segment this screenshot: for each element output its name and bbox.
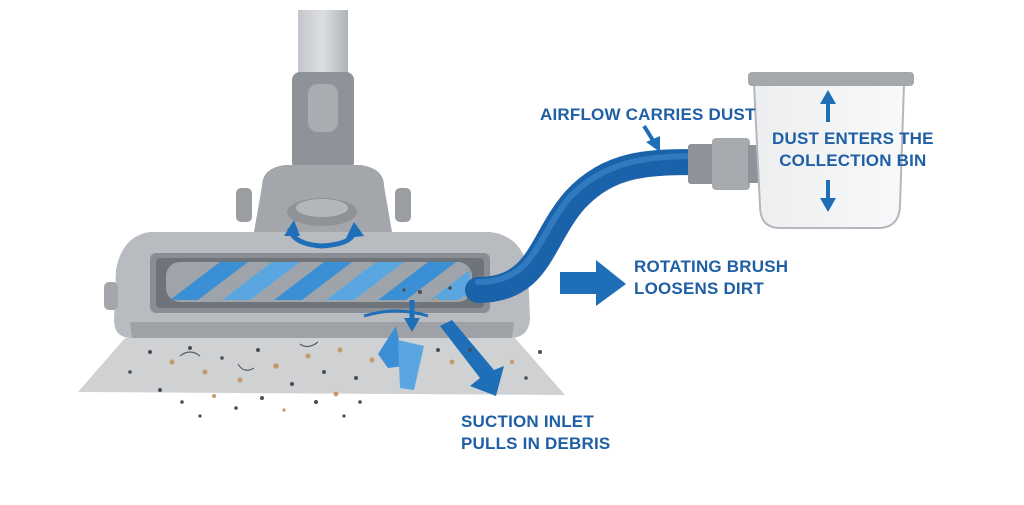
label-collection-bin: DUST ENTERS THE COLLECTION BIN (772, 128, 934, 172)
label-brush-line1: ROTATING BRUSH (634, 257, 789, 276)
label-suction-line1: SUCTION INLET (461, 412, 594, 431)
brush-direction-arrow-icon (560, 260, 626, 306)
label-suction-line2: PULLS IN DEBRIS (461, 434, 611, 453)
rotation-arrow-icon (287, 227, 357, 249)
label-bin-line2: COLLECTION BIN (779, 151, 927, 170)
label-suction-inlet: SUCTION INLET PULLS IN DEBRIS (461, 411, 610, 455)
collection-bin (752, 83, 906, 229)
bin-up-arrow-icon (820, 90, 836, 122)
debris-particles (128, 286, 542, 418)
label-rotating-brush: ROTATING BRUSH LOOSENS DIRT (634, 256, 788, 300)
label-brush-line2: LOOSENS DIRT (634, 279, 764, 298)
label-airflow: AIRFLOW CARRIES DUST (540, 104, 756, 126)
label-airflow-text: AIRFLOW CARRIES DUST (540, 105, 756, 124)
bin-down-arrow-icon (820, 180, 836, 212)
brush-roll (166, 262, 472, 302)
bin-lid (748, 72, 914, 86)
suction-arrows-icon (363, 300, 504, 396)
label-bin-line1: DUST ENTERS THE (772, 129, 934, 148)
airflow-arrow-icon (642, 124, 660, 152)
vacuum-hose (465, 149, 713, 303)
hose-coupling (688, 144, 716, 184)
carpet-floor (78, 338, 565, 395)
